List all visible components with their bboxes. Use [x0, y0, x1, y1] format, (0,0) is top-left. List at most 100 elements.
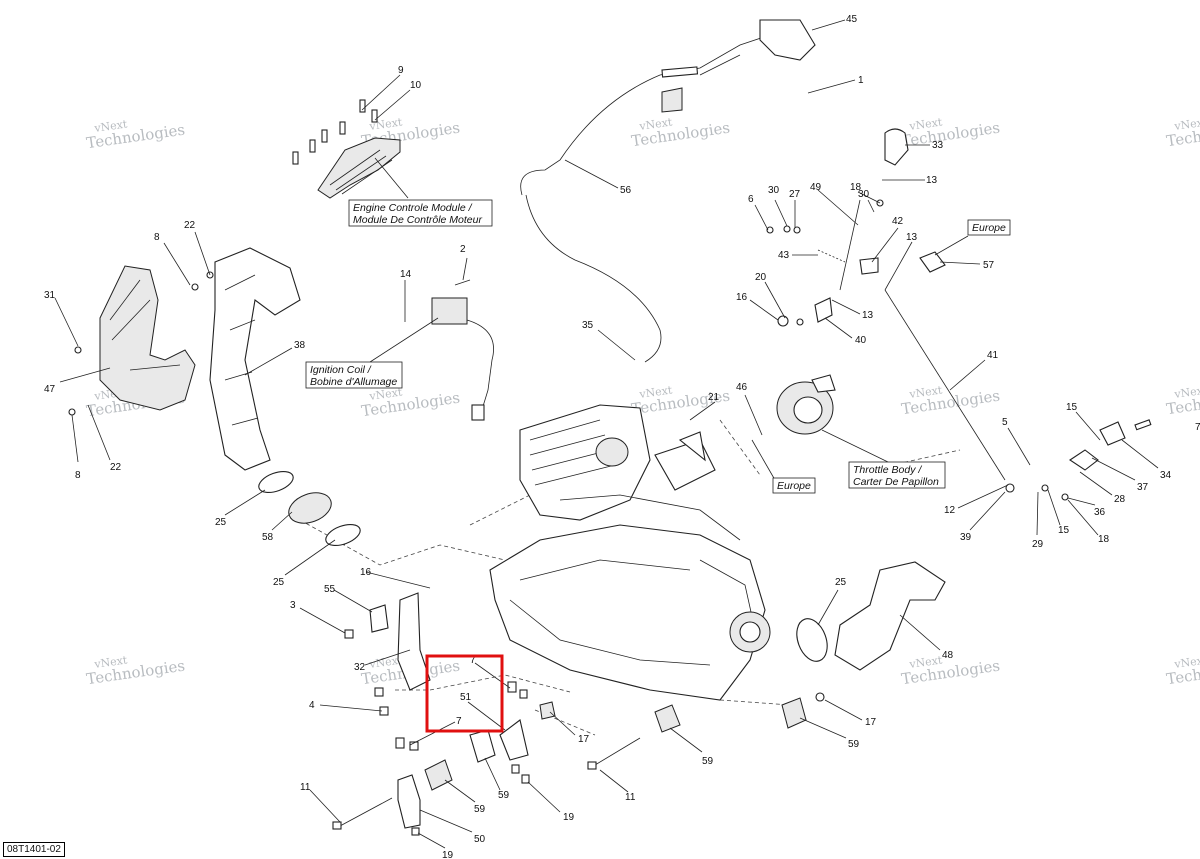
callout-1: 1	[858, 75, 864, 86]
ignition-label-en: Ignition Coil /	[310, 364, 372, 376]
callout-28: 28	[1114, 494, 1126, 505]
callout-30b: 30	[858, 189, 870, 200]
label-throttle: Throttle Body / Carter De Papillon	[821, 429, 946, 489]
callout-59d: 59	[848, 739, 860, 750]
callout-59c: 59	[702, 756, 714, 767]
callout-19a: 19	[442, 850, 454, 859]
callout-2: 2	[460, 244, 466, 255]
callout-18a: 18	[850, 182, 862, 193]
callout-48: 48	[942, 650, 954, 661]
callout-16b: 16	[736, 292, 748, 303]
callout-25b: 25	[273, 577, 285, 588]
callout-40: 40	[855, 335, 867, 346]
callout-32: 32	[354, 662, 366, 673]
callout-59a: 59	[474, 804, 486, 815]
watermark-line1: vNext	[93, 653, 129, 671]
label-ecm: Engine Controle Module / Module De Contr…	[348, 157, 493, 227]
callout-57: 57	[983, 260, 995, 271]
engine-assembly	[489, 404, 771, 701]
air-boot	[796, 561, 946, 671]
callout-14: 14	[400, 269, 412, 280]
callout-49: 49	[810, 182, 822, 193]
ecm-label-fr: Module De Contrôle Moteur	[353, 214, 482, 226]
callout-58: 58	[262, 532, 274, 543]
callout-19b: 19	[563, 812, 575, 823]
callout-34: 34	[1160, 470, 1172, 481]
callout-18b: 18	[1098, 534, 1110, 545]
intake-tube	[209, 247, 301, 471]
callout-16a: 16	[360, 567, 372, 578]
callout-6: 6	[748, 194, 754, 205]
callout-36: 36	[1094, 507, 1106, 518]
callout-41: 41	[987, 350, 999, 361]
callout-8a: 8	[154, 232, 160, 243]
callout-7c: 7	[1195, 422, 1200, 433]
callout-25a: 25	[215, 517, 227, 528]
callout-17a: 17	[578, 734, 590, 745]
callout-13c: 13	[862, 310, 874, 321]
callout-37: 37	[1137, 482, 1149, 493]
callout-29: 29	[1032, 539, 1044, 550]
watermark-line1: vNext	[908, 383, 944, 401]
throttle-linkage	[766, 128, 1152, 501]
diagram-code-label: 08T1401-02	[3, 842, 65, 857]
label-ignition: Ignition Coil / Bobine d'Allumage	[305, 317, 439, 389]
europe-mid-label: Europe	[777, 480, 811, 492]
callout-39: 39	[960, 532, 972, 543]
callout-27: 27	[789, 189, 801, 200]
callout-15b: 15	[1058, 525, 1070, 536]
watermark-line1: vNext	[638, 115, 674, 133]
callouts: 1 2 3 4 5 6 7 7 7 8 8 9 10 11 11 12 13 1…	[44, 14, 1200, 859]
callout-17b: 17	[865, 717, 877, 728]
label-europe-mid: Europe	[751, 439, 816, 494]
callout-30a: 30	[768, 185, 780, 196]
callout-12: 12	[944, 505, 956, 516]
callout-13b: 13	[906, 232, 918, 243]
callout-55: 55	[324, 584, 336, 595]
callout-51: 51	[460, 692, 472, 703]
watermark-line1: vNext	[1173, 115, 1200, 133]
callout-10: 10	[410, 80, 422, 91]
callout-42: 42	[892, 216, 904, 227]
callout-50: 50	[474, 834, 486, 845]
callout-21: 21	[708, 392, 720, 403]
callout-9: 9	[398, 65, 404, 76]
watermark-line1: vNext	[908, 653, 944, 671]
ecm-label-en: Engine Controle Module /	[353, 202, 473, 214]
callout-47: 47	[44, 384, 56, 395]
throttle-label-fr: Carter De Papillon	[853, 476, 939, 488]
watermark-line1: vNext	[368, 385, 404, 403]
throttle-cable	[520, 19, 816, 363]
throttle-body	[776, 374, 836, 435]
engine-mounts	[332, 592, 825, 836]
callout-22b: 22	[110, 462, 122, 473]
callout-13a: 13	[926, 175, 938, 186]
label-europe-top: Europe	[934, 219, 1011, 256]
watermark-line1: vNext	[1173, 383, 1200, 401]
callout-33: 33	[932, 140, 944, 151]
heat-shield	[68, 265, 214, 416]
callout-56: 56	[620, 185, 632, 196]
callout-59b: 59	[498, 790, 510, 801]
callout-38: 38	[294, 340, 306, 351]
callout-8b: 8	[75, 470, 81, 481]
highlight-box	[425, 654, 504, 733]
callout-11b: 11	[625, 792, 636, 803]
throttle-label-en: Throttle Body /	[853, 464, 922, 476]
europe-top-label: Europe	[972, 222, 1006, 234]
callout-7a: 7	[470, 655, 476, 666]
watermark-line1: vNext	[638, 383, 674, 401]
callout-22a: 22	[184, 220, 196, 231]
callout-45: 45	[846, 14, 858, 25]
watermark-line1: vNext	[368, 653, 404, 671]
callout-11a: 11	[300, 782, 311, 793]
callout-7b: 7	[456, 716, 462, 727]
watermark-line1: vNext	[1173, 653, 1200, 671]
callout-15a: 15	[1066, 402, 1078, 413]
callout-3: 3	[290, 600, 296, 611]
ignition-label-fr: Bobine d'Allumage	[310, 376, 397, 388]
callout-4: 4	[309, 700, 315, 711]
engine-control-module	[292, 99, 401, 199]
